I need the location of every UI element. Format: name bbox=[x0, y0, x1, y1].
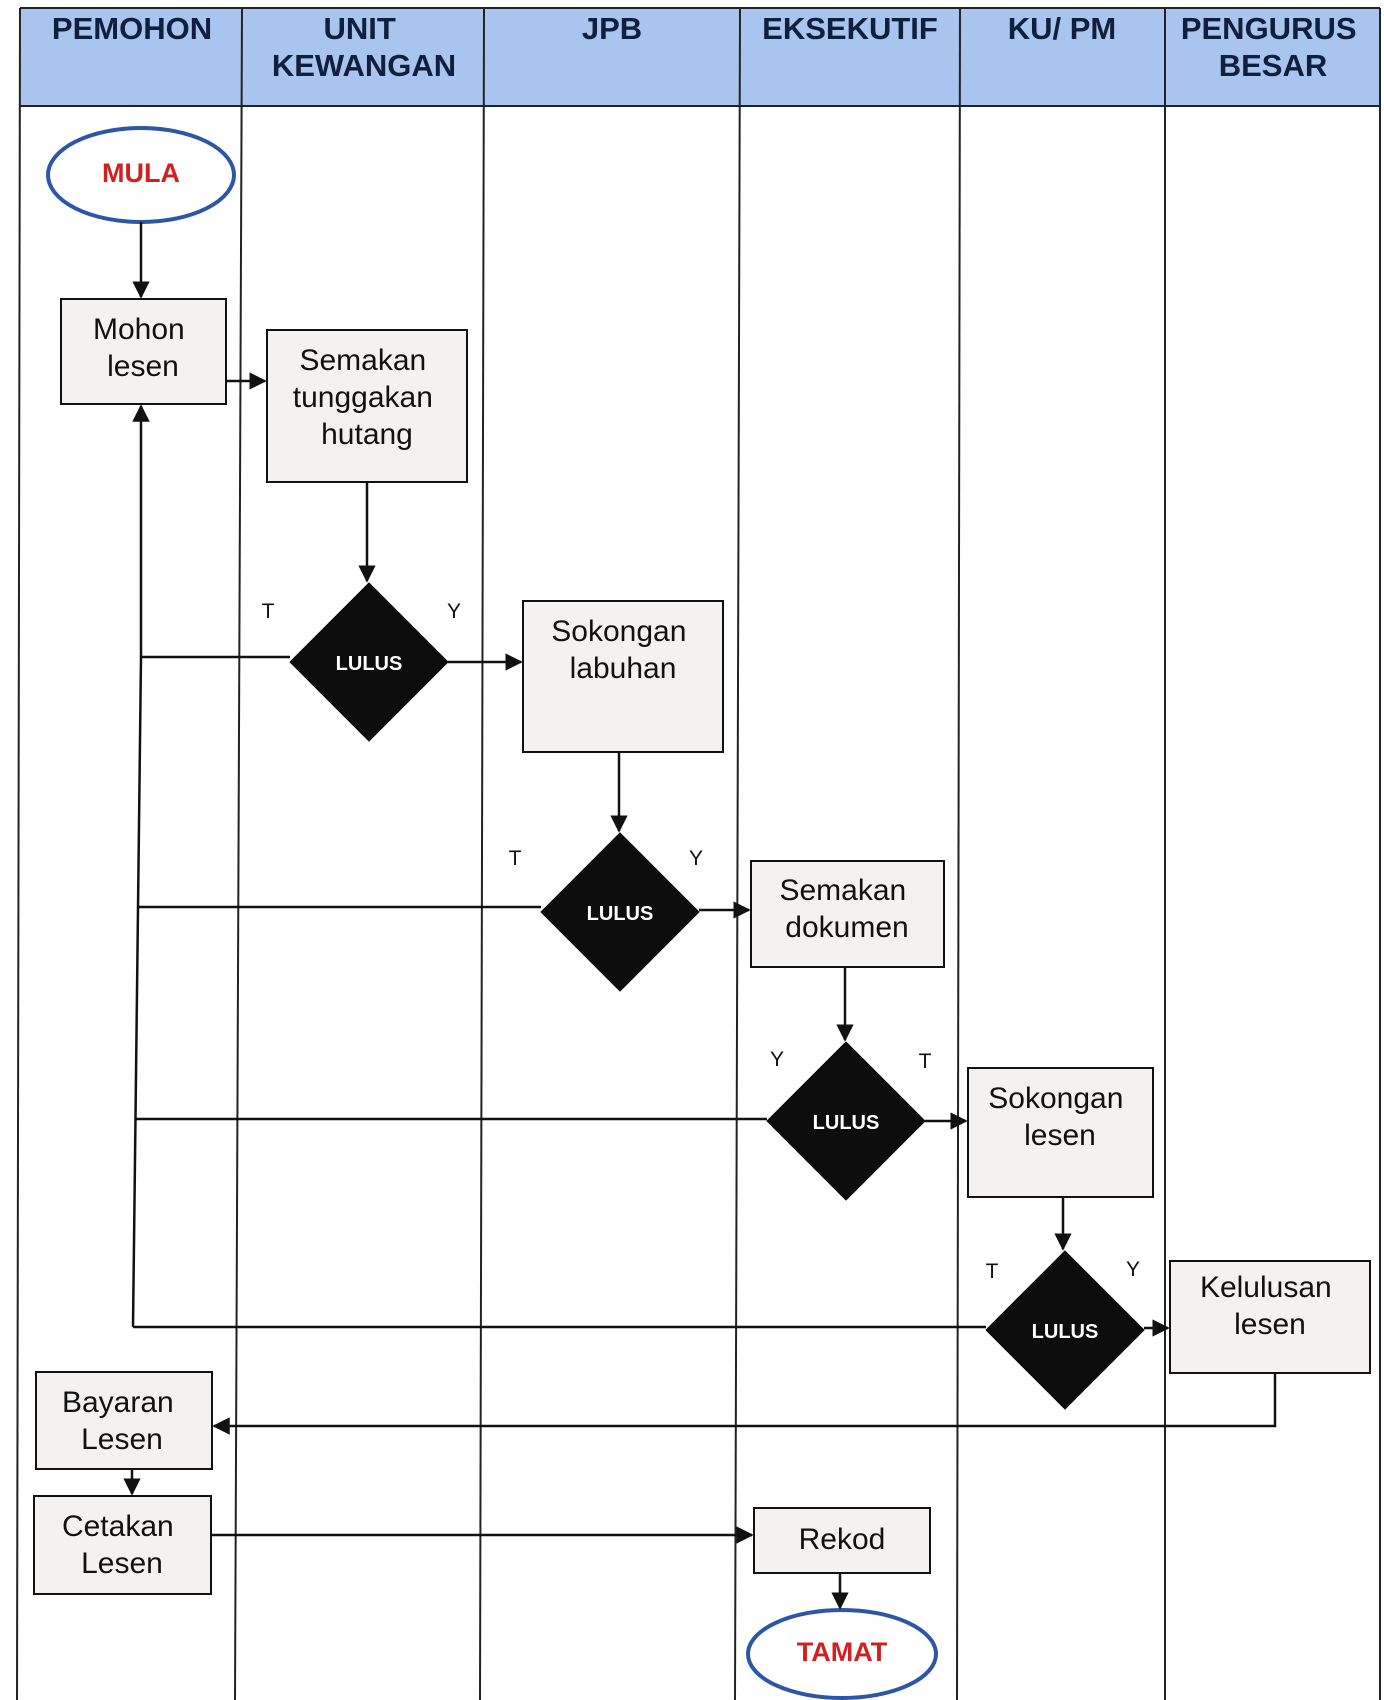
process-semakan-dokumen: Semakan dokumen bbox=[750, 860, 945, 968]
svg-text:Mohon lesen: Mohon lesen bbox=[93, 313, 193, 383]
decision-4-yes-label: Y bbox=[1126, 1258, 1140, 1281]
arrow-kelulusan-to-bayaran bbox=[212, 1373, 1277, 1435]
lane-dividers bbox=[16, 7, 1381, 1700]
process-sokongan-lesen: Sokongan lesen bbox=[967, 1067, 1154, 1198]
decision-1: LULUS bbox=[289, 582, 449, 742]
svg-text:LULUS: LULUS bbox=[587, 903, 654, 925]
end-terminal: TAMAT bbox=[746, 1608, 938, 1700]
process-semakan-tunggakan-hutang: Semakan tunggakan hutang bbox=[266, 329, 468, 483]
decision-2-yes-label: Y bbox=[689, 847, 703, 870]
process-mohon-lesen: Mohon lesen bbox=[60, 298, 227, 405]
svg-text:Bayaran Lesen: Bayaran Lesen bbox=[62, 1386, 182, 1456]
svg-text:LULUS: LULUS bbox=[813, 1112, 880, 1134]
lane-title-pemohon: PEMOHON bbox=[52, 11, 212, 46]
svg-text:Semakan dokumen: Semakan dokumen bbox=[779, 874, 914, 944]
decision-4-no-label: T bbox=[986, 1260, 999, 1283]
decision-2: LULUS bbox=[540, 832, 700, 992]
lane-title-pengurus-besar: PENGURUS BESAR bbox=[1181, 11, 1365, 83]
svg-text:LULUS: LULUS bbox=[336, 653, 403, 675]
svg-text:Rekod: Rekod bbox=[799, 1523, 886, 1556]
process-cetakan-lesen: Cetakan Lesen bbox=[33, 1495, 212, 1595]
decision-3-yes-label: Y bbox=[770, 1048, 784, 1071]
decision-3: LULUS bbox=[766, 1041, 926, 1201]
lane-title-ku-pm: KU/ PM bbox=[1008, 11, 1117, 46]
decision-2-no-label: T bbox=[509, 847, 522, 870]
svg-text:LULUS: LULUS bbox=[1032, 1321, 1099, 1343]
process-bayaran-lesen: Bayaran Lesen bbox=[35, 1371, 213, 1470]
process-rekod: Rekod bbox=[753, 1507, 931, 1574]
flow-connectors bbox=[123, 222, 1277, 1610]
decision-3-no-label: T bbox=[919, 1050, 932, 1073]
svg-text:Cetakan Lesen: Cetakan Lesen bbox=[62, 1510, 182, 1580]
svg-text:Semakan tunggakan: Semakan tunggakan hutang bbox=[293, 344, 441, 451]
end-label: TAMAT bbox=[797, 1637, 888, 1667]
decision-4: LULUS bbox=[985, 1250, 1145, 1410]
decision-1-no-label: T bbox=[262, 600, 275, 623]
lane-title-unit-kewangan: UNIT KEWANGAN bbox=[272, 11, 456, 83]
svg-text:Sokongan lesen: Sokongan lesen bbox=[988, 1082, 1131, 1152]
start-terminal: MULA bbox=[46, 126, 236, 224]
lane-headers bbox=[20, 7, 1380, 107]
decision-1-yes-label: Y bbox=[447, 600, 461, 623]
lane-title-eksekutif: EKSEKUTIF bbox=[762, 11, 938, 46]
svg-text:Sokongan labuhan: Sokongan labuhan bbox=[551, 615, 694, 685]
lane-title-jpb: JPB bbox=[582, 11, 642, 46]
start-label: MULA bbox=[102, 158, 180, 188]
reject-return-to-mohon bbox=[131, 404, 150, 1328]
process-kelulusan-lesen: Kelulusan lesen bbox=[1169, 1260, 1371, 1374]
header-band bbox=[20, 8, 1380, 106]
process-sokongan-labuhan: Sokongan labuhan bbox=[522, 600, 724, 753]
svg-text:Kelulusan lesen: Kelulusan lesen bbox=[1200, 1271, 1340, 1341]
